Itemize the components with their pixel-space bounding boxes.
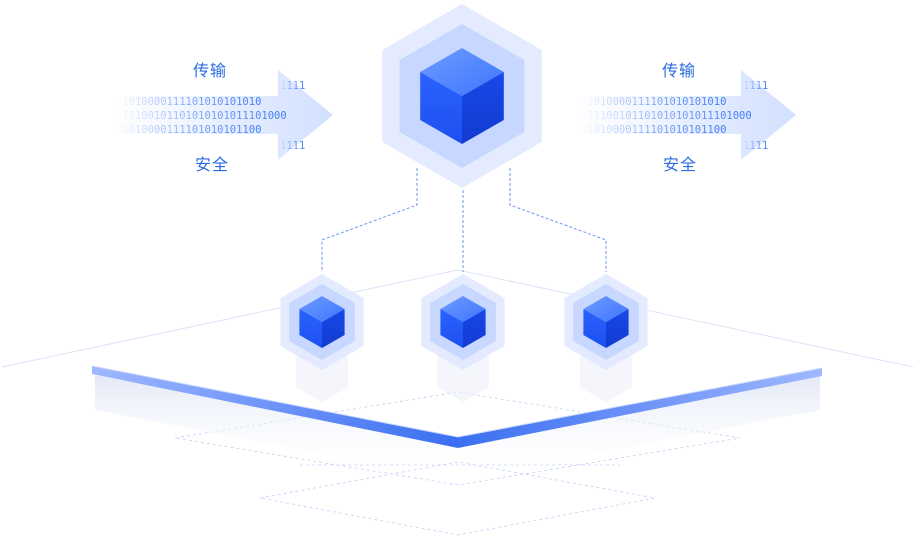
binary-row: 1111 [280, 140, 305, 152]
child-node-2 [421, 274, 505, 370]
cube-icon [420, 48, 504, 144]
cube-right-face [322, 309, 345, 348]
connector-lines [321, 168, 607, 272]
arrow-shape [575, 70, 796, 160]
main-node-hex [382, 4, 542, 188]
cube-left-face [420, 72, 462, 144]
child-node-3 [564, 274, 648, 370]
cube-icon [299, 296, 345, 348]
floor-grid [174, 391, 741, 536]
data-flow-arrow-2: 1111 01010000111101010101010 0111001011010… [575, 70, 796, 160]
cube-top-face [299, 296, 345, 322]
cube-left-face [299, 309, 322, 348]
cube-left-face [583, 309, 606, 348]
cube-icon [440, 296, 486, 348]
binary-row: 1111 [743, 80, 768, 92]
binary-row: 011100101101010101011101000 [581, 110, 752, 122]
flow-left-bottom-label: 安全 [195, 155, 230, 174]
cube-right-face [606, 309, 629, 348]
cube-icon [583, 296, 629, 348]
cube-right-face [462, 72, 504, 144]
data-flow-arrows: 1111 01010000111101010101010 0111001011010… [110, 70, 796, 160]
binary-row: 1111 [743, 140, 768, 152]
binary-row: 01010000111101010101010 [116, 96, 261, 108]
flow-left-top-label: 传输 [193, 61, 228, 80]
binary-row: 01010000111101010101100 [116, 124, 261, 136]
cube-left-face [440, 309, 463, 348]
data-flow-arrow-1: 1111 01010000111101010101010 0111001011010… [110, 70, 333, 160]
child-nodes [280, 274, 648, 402]
flow-right-top-label: 传输 [662, 61, 697, 80]
binary-row: 01010000111101010101010 [581, 96, 726, 108]
binary-row: 011100101101010101011101000 [116, 110, 287, 122]
child-node-1 [280, 274, 364, 370]
cube-top-face [440, 296, 486, 322]
floor-plane [1, 269, 914, 368]
binary-row: 1111 [280, 80, 305, 92]
cube-right-face [463, 309, 486, 348]
flow-right-bottom-label: 安全 [663, 155, 698, 174]
main-node [382, 4, 542, 188]
arrow-shape [110, 70, 333, 160]
platform [91, 365, 823, 448]
binary-row: 01010000111101010101100 [581, 124, 726, 136]
platform-shadow [95, 375, 820, 480]
